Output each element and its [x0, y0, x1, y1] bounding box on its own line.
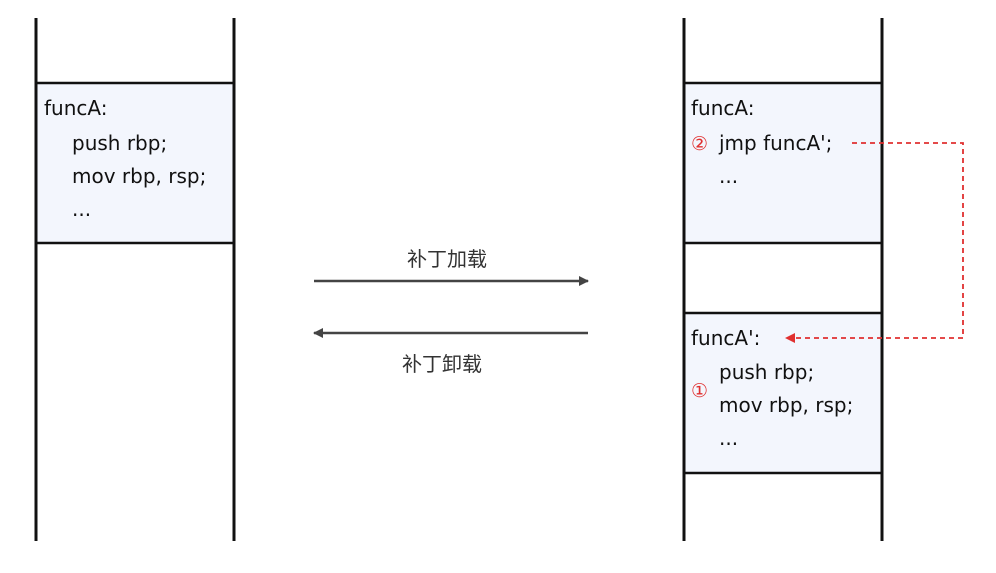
- right-stack: funcA: ② jmp funcA'; ... funcA': ① push …: [682, 18, 884, 541]
- transition-arrows: 补丁加载 补丁卸载: [313, 247, 589, 376]
- right-funcA-block: [682, 81, 884, 245]
- left-code-line-1: push rbp;: [72, 131, 167, 155]
- funcA-prime-label: funcA':: [691, 326, 760, 350]
- left-funcA-label: funcA:: [44, 96, 107, 120]
- jump-line: jmp funcA';: [718, 131, 832, 155]
- left-code-line-3: ...: [72, 197, 91, 221]
- jump-redirect-arrow: [785, 142, 964, 343]
- patch-load-label: 补丁加载: [407, 247, 487, 271]
- step-1-marker: ①: [691, 380, 708, 402]
- patch-code-line-3: ...: [719, 426, 738, 450]
- left-funcA-block: [34, 81, 236, 245]
- step-2-marker: ②: [691, 133, 708, 155]
- patch-code-line-2: mov rbp, rsp;: [719, 393, 853, 417]
- left-code-line-2: mov rbp, rsp;: [72, 164, 206, 188]
- left-stack: funcA: push rbp; mov rbp, rsp; ...: [34, 18, 236, 541]
- right-funcA-ellipsis: ...: [719, 164, 738, 188]
- right-funcA-label: funcA:: [691, 96, 754, 120]
- patch-code-line-1: push rbp;: [719, 360, 814, 384]
- right-funcA-prime-block: [682, 311, 884, 475]
- patch-unload-label: 补丁卸载: [402, 352, 482, 376]
